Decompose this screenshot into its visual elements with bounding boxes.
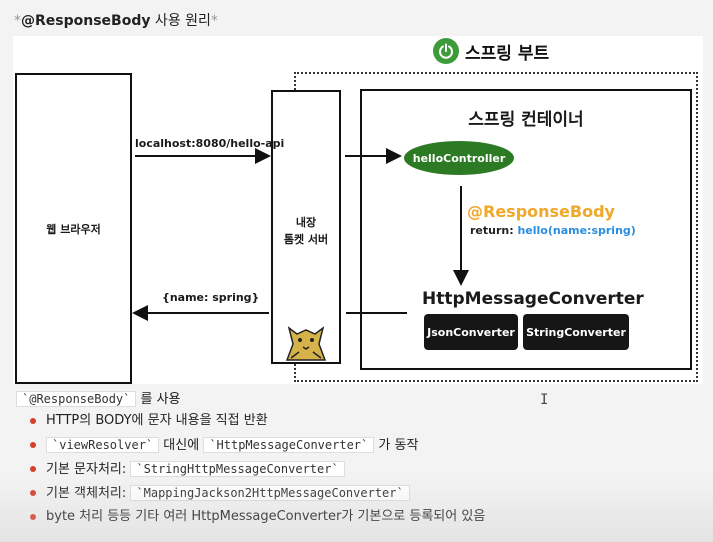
page-title: *@ResponseBody 사용 원리* [14,10,218,30]
return-prefix: return: [470,224,518,237]
title-bold: @ResponseBody [21,13,151,29]
item-code: `StringHttpMessageConverter` [130,461,345,477]
text-cursor-icon: I [540,392,549,408]
string-converter-label: StringConverter [526,325,626,339]
intro-code: `@ResponseBody` [16,391,137,407]
return-value: hello(name:spring) [517,224,636,237]
request-url-label: localhost:8080/hello-api [135,137,285,150]
item-text: byte 처리 등등 기타 여러 HttpMessageConverter가 기… [46,509,486,524]
notes-intro: `@ResponseBody` 를 사용 [16,388,181,407]
json-converter-label: JsonConverter [427,325,515,339]
item-text: 대신에 [159,438,204,453]
list-item: `viewResolver` 대신에 `HttpMessageConverter… [30,434,485,458]
container-title: 스프링 컨테이너 [468,110,584,130]
item-text: 기본 객체처리: [46,486,131,501]
response-body-annotation: @ResponseBody [467,202,615,221]
list-item: 기본 객체처리: `MappingJackson2HttpMessageConv… [30,482,485,506]
web-browser-box: 웹 브라우저 [15,73,132,384]
list-item: HTTP의 BODY에 문자 내용을 직접 반환 [30,410,485,434]
tomcat-cat-icon [285,326,327,361]
item-text: 가 동작 [374,438,419,453]
tomcat-label-line1: 내장 [295,216,317,229]
item-text: HTTP의 BODY에 문자 내용을 직접 반환 [46,413,268,428]
embedded-tomcat-box: 내장 톰켓 서버 [271,90,341,364]
intro-text: 를 사용 [136,392,181,407]
spring-boot-label: 스프링 부트 [465,43,550,64]
controller-label: helloController [412,151,506,165]
json-converter-box: JsonConverter [424,314,518,350]
item-text: 기본 문자처리: [46,462,131,477]
item-code: `MappingJackson2HttpMessageConverter` [130,485,410,501]
list-item: 기본 문자처리: `StringHttpMessageConverter` [30,458,485,482]
hello-controller-node: helloController [404,141,514,175]
diagram-panel: 스프링 부트 웹 브라우저 내장 톰켓 서버 스프링 컨테이너 helloCon… [13,36,703,384]
notes-list: HTTP의 BODY에 문자 내용을 직접 반환 `viewResolver` … [30,410,485,530]
return-statement: return: hello(name:spring) [470,224,636,237]
spring-container-box: 스프링 컨테이너 helloController @ResponseBody r… [360,89,692,370]
string-converter-box: StringConverter [523,314,629,350]
title-rest: 사용 원리 [150,13,211,29]
spring-power-icon [433,38,459,64]
spring-boot-header: 스프링 부트 [433,36,549,66]
tomcat-label-line2: 톰켓 서버 [283,233,329,246]
converter-title: HttpMessageConverter [422,289,644,309]
list-item: byte 처리 등등 기타 여러 HttpMessageConverter가 기… [30,506,485,530]
web-browser-label: 웹 브라우저 [46,222,101,236]
title-suffix: * [210,13,218,29]
notes-section: `@ResponseBody` 를 사용 HTTP의 BODY에 문자 내용을 … [0,384,713,542]
item-code: `HttpMessageConverter` [203,437,375,453]
item-code: `viewResolver` [46,437,160,453]
flow-arrows [132,148,469,321]
response-json-label: {name: spring} [162,291,260,304]
tomcat-label: 내장 톰켓 서버 [273,214,339,248]
title-prefix: * [14,13,21,29]
